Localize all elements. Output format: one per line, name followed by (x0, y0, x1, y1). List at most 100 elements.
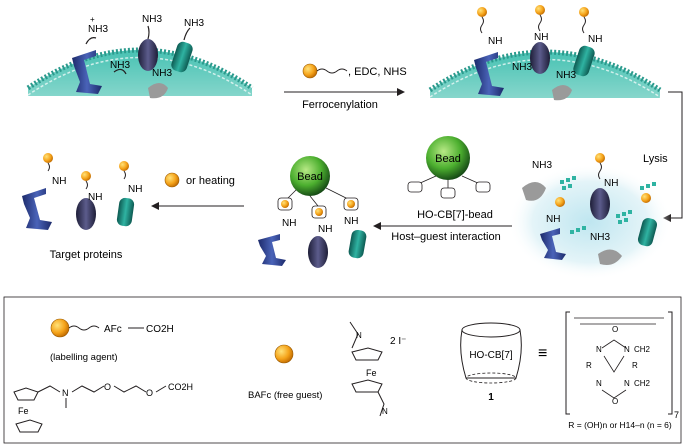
cyclopentadienyl-ring (15, 419, 43, 433)
atom-label: CH2 (634, 379, 651, 388)
step-lysis: Lysis (643, 91, 683, 222)
step-host-guest: Bead HO-CB[7]-bead Host–guest interactio… (373, 136, 512, 243)
lysate: NH3 NH NH NH3 (508, 153, 672, 280)
protein-teal-membrane (171, 41, 193, 73)
target-proteins: NH NH NH Target proteins (22, 153, 142, 261)
nh-label: NH (318, 224, 332, 235)
r-definition: R = (OH)n or H14–n (n = 6) (568, 420, 672, 430)
step-label: or heating (186, 175, 235, 187)
agent-caption: (labelling agent) (50, 352, 118, 363)
protein-dark-lysate (590, 188, 610, 220)
nh-label: NH (344, 216, 358, 227)
o-label: O (146, 388, 153, 398)
fe-label: Fe (366, 368, 377, 378)
peptide-fragments (560, 176, 656, 234)
atom-label: N (596, 345, 602, 354)
atom-label: CH2 (634, 345, 651, 354)
protein-teal-lysate (637, 218, 658, 247)
ferrocene-ball-icon (302, 63, 318, 79)
amine-label: NH3 (590, 232, 610, 243)
co2h-label: CO2H (168, 382, 193, 392)
cell-before-labelling: NH3 + NH3 NH3 NH3 NH3 (26, 14, 254, 104)
ferrocene-tag-icon (81, 171, 91, 181)
guest-caption: BAFc (free guest) (248, 390, 322, 401)
protein-blue-membrane (72, 50, 102, 94)
protein-grey-lysate (598, 249, 622, 265)
nh-label: NH (604, 178, 618, 189)
ferrocene-ball-icon (274, 344, 294, 364)
barrel-label: HO-CB[7] (469, 350, 513, 361)
bead-label: Bead (435, 153, 461, 165)
plus-sign: + (90, 15, 95, 24)
step-label: Host–guest interaction (391, 231, 500, 243)
atom-label: N (596, 379, 602, 388)
protein-blue-bound (258, 234, 286, 266)
ferrocene-tag-icon (595, 153, 605, 163)
legend-box (3, 296, 682, 444)
amine-label: NH3 (110, 60, 130, 71)
step-label: Ferrocenylation (302, 99, 378, 111)
amine-label: NH3 (184, 18, 204, 29)
protein-grey-membrane (552, 85, 572, 101)
atom-label: O (612, 397, 618, 406)
counter-ion: 2 I⁻ (390, 336, 406, 347)
target-proteins-caption: Target proteins (50, 249, 123, 261)
protein-blue-lysate (540, 228, 566, 260)
protein-dark-membrane (530, 42, 550, 74)
amine-label: NH3 (556, 70, 576, 81)
protein-grey-lysate (522, 182, 546, 201)
atom-label: N (624, 379, 630, 388)
lysis-arrow (663, 91, 683, 222)
cyclopentadienyl-ring (351, 347, 383, 361)
amine-label: NH3 (512, 62, 532, 73)
repeat-bracket (565, 311, 673, 415)
compound-number: 1 (488, 392, 494, 403)
ferrocene-tag-icon (579, 7, 589, 17)
protein-blue-target (22, 188, 52, 230)
ferrocene-tag-icon (43, 153, 53, 163)
protein-teal-membrane (573, 45, 595, 77)
fe-label: Fe (18, 406, 29, 416)
atom-label: R (632, 361, 638, 370)
cucurbituril-icon (407, 181, 423, 193)
atom-label: N (624, 345, 630, 354)
protein-dark-membrane (138, 39, 158, 71)
bead-label: Bead (297, 171, 323, 183)
repeat-count: 7 (674, 410, 679, 420)
ferrocene-tag-icon (119, 161, 129, 171)
equivalence-sign: ≡ (538, 345, 547, 362)
ferrocene-tag-icon (555, 197, 565, 207)
ferrocene-ball-icon (50, 318, 70, 338)
protein-grey-membrane (148, 83, 168, 99)
formula-suffix: CO2H (146, 324, 174, 335)
amine-label: NH3 (88, 24, 108, 35)
amine-label: NH3 (142, 14, 162, 25)
cell-after-labelling: NH NH NH NH3 NH3 (428, 5, 662, 106)
cyclopentadienyl-ring (13, 387, 39, 401)
formula-prefix: AFc (104, 324, 122, 335)
bead-icon (426, 136, 470, 180)
n-plus-label: N (382, 407, 388, 416)
protein-blue-membrane (474, 52, 504, 96)
step-release: or heating (151, 172, 244, 210)
nh-label: NH (546, 214, 560, 225)
ferrocene-tag-icon (641, 193, 651, 203)
nh-label: NH (52, 176, 66, 187)
protein-dark-bound (308, 236, 328, 268)
legend-free-guest: BAFc (free guest) N 2 I⁻ Fe N (248, 321, 406, 417)
reagent-label: , EDC, NHS (348, 66, 407, 78)
protein-dark-target (76, 198, 96, 230)
nh-label: NH (488, 36, 502, 47)
nh-label: NH (534, 32, 548, 43)
step-ferrocenylation: , EDC, NHS Ferrocenylation (284, 63, 407, 111)
legend-labelling-agent: AFc CO2H (labelling agent) Fe N O O CO2H (13, 318, 193, 433)
atom-label: R (586, 361, 592, 370)
nh-label: NH (128, 184, 142, 195)
nh-label: NH (88, 192, 102, 203)
cucurbituril-icon (440, 187, 456, 199)
protein-teal-target (116, 197, 135, 227)
ferrocene-tag-icon (477, 7, 487, 17)
cyclopentadienyl-ring (351, 379, 383, 393)
ferrocene-tag-icon (535, 5, 545, 15)
